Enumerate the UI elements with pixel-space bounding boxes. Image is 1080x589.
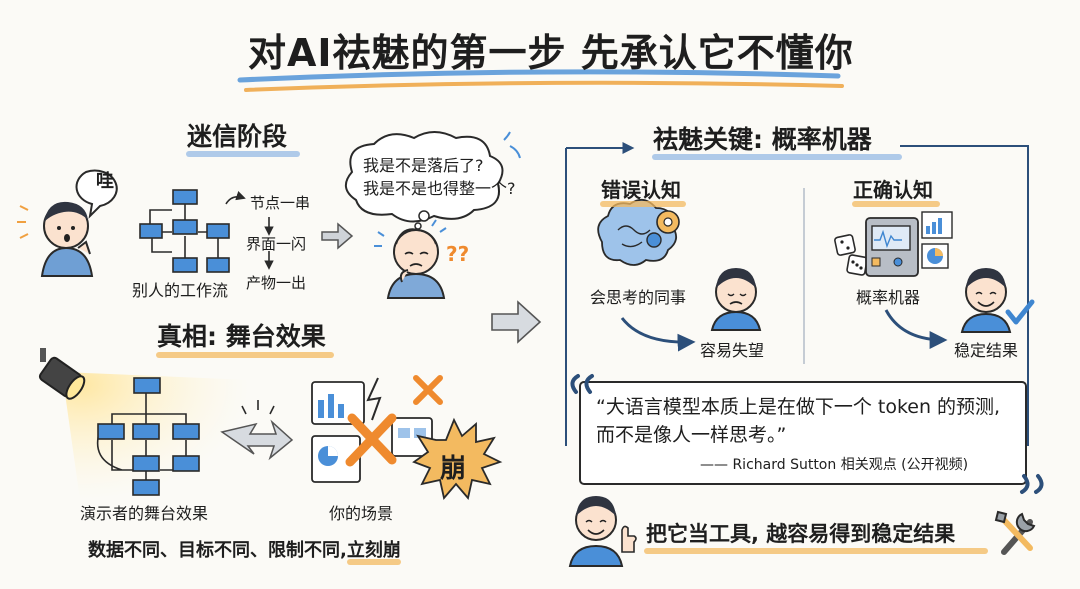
wrong-result-arrow	[620, 317, 696, 352]
crash-text: 崩	[440, 454, 467, 484]
worried-person-icon	[374, 219, 447, 299]
worry-line-2: 我是不是也得整一个?	[363, 179, 516, 198]
step-2: 界面一闪	[246, 235, 307, 253]
heading-highlight	[852, 201, 940, 207]
others-flowchart	[139, 189, 230, 273]
truth-conclusion: 数据不同、目标不同、限制不同,立刻崩	[88, 542, 401, 565]
quote-box	[570, 374, 1044, 494]
quote-line-1: “大语言模型本质上是在做下一个 token 的预测,	[596, 396, 1001, 418]
question-marks: ??	[446, 242, 470, 266]
demo-flowchart	[96, 377, 200, 496]
heading-highlight	[652, 154, 902, 160]
right-heading: 正确认知	[853, 178, 933, 202]
step-1: 节点一串	[250, 194, 311, 212]
big-arrow-icon	[491, 300, 542, 344]
heading-highlight	[186, 151, 300, 157]
title-underline	[237, 69, 844, 92]
wrong-result: 容易失望	[700, 341, 765, 360]
lightning-arrow-icon	[220, 400, 294, 461]
right-result: 稳定结果	[954, 341, 1019, 360]
broken-scene-icon	[311, 377, 433, 483]
step-3: 产物一出	[246, 274, 307, 292]
checkmark-icon	[1005, 299, 1035, 325]
key-heading: 祛魅关键: 概率机器	[653, 125, 872, 154]
demo-caption: 演示者的舞台效果	[80, 504, 209, 523]
happy-person-icon	[960, 268, 1035, 333]
cross-mark-icon	[345, 375, 443, 467]
tools-icon	[994, 510, 1036, 555]
probability-machine-icon	[834, 211, 953, 277]
quote-source: —— Richard Sutton 相关观点 (公开视频)	[700, 457, 969, 473]
heading-highlight	[600, 201, 686, 207]
wrong-label: 会思考的同事	[590, 288, 687, 307]
worry-cloud	[345, 131, 521, 230]
quote-line-2: 而不是像人一样思考。”	[596, 424, 787, 446]
close-quote-icon	[1020, 474, 1044, 494]
key-frame	[565, 142, 1029, 446]
wow-person-icon	[17, 169, 118, 277]
conclusion-highlight	[644, 548, 988, 554]
key-conclusion: 把它当工具, 越容易得到稳定结果	[646, 522, 956, 546]
truth-heading: 真相: 舞台效果	[157, 322, 326, 351]
wrong-heading: 错误认知	[601, 178, 681, 202]
arrow-right-icon	[321, 222, 354, 250]
crash-burst-icon	[412, 417, 503, 500]
flow-caption: 别人的工作流	[132, 281, 229, 300]
right-result-arrow	[884, 309, 948, 349]
steps-arrows	[225, 191, 274, 270]
brain-gear-icon	[597, 198, 680, 266]
sad-person-icon	[710, 268, 762, 331]
page-title: 对AI祛魅的第一步 先承认它不懂你	[248, 31, 854, 75]
open-quote-icon	[570, 374, 594, 394]
superstition-heading: 迷信阶段	[187, 122, 288, 151]
heading-highlight	[156, 352, 334, 358]
wow-text: 哇	[96, 171, 114, 192]
thumbs-up-person-icon	[568, 496, 637, 567]
worry-line-1: 我是不是落后了?	[363, 156, 484, 175]
right-label: 概率机器	[856, 288, 921, 307]
your-caption: 你的场景	[329, 504, 394, 523]
